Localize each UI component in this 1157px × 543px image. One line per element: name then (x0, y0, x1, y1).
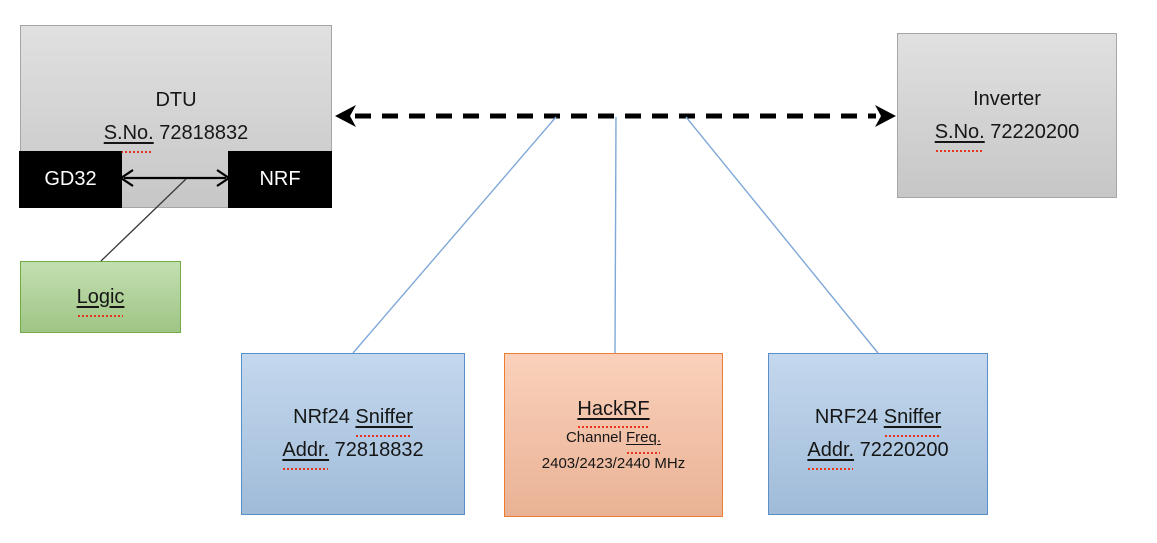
wireless-link-left-arrowhead-icon (335, 105, 356, 127)
sniffer-dtu-addr: Addr. 72818832 (282, 434, 424, 470)
inverter-serial-label: S.No. (935, 116, 985, 152)
sniffer-inverter-addr: Addr. 72220200 (807, 434, 949, 470)
logic-analyzer-box: Logic (20, 261, 181, 333)
logic-label: Logic (77, 281, 124, 317)
inverter-box: Inverter S.No. 72220200 (897, 33, 1117, 198)
hackrf-frequencies: 2403/2423/2440 MHz (541, 455, 686, 472)
sniffer-dtu-name: NRf24 Sniffer (293, 401, 413, 437)
sniffer-dtu-connector (352, 116, 557, 354)
hackrf-box: HackRF Channel Freq. 2403/2423/2440 MHz (504, 353, 723, 517)
sniffer-inverter-name: NRF24 Sniffer (815, 401, 941, 437)
inverter-serial: S.No. 72220200 (935, 116, 1080, 152)
dtu-serial-value: 72818832 (159, 121, 249, 144)
dtu-serial: S.No. 72818832 (104, 117, 249, 153)
dtu-serial-label: S.No. (104, 117, 154, 153)
inverter-serial-value: 72220200 (990, 120, 1080, 143)
hackrf-connector (614, 116, 617, 354)
sniffer-dtu-box: NRf24 Sniffer Addr. 72818832 (241, 353, 465, 515)
nrf-label: NRF (259, 168, 301, 190)
sniffer-inverter-connector (685, 116, 879, 354)
gd32-label: GD32 (44, 168, 97, 190)
nrf-chip-box: NRF (228, 151, 332, 208)
hackrf-channel-freq: Channel Freq. (566, 425, 661, 454)
hackrf-title: HackRF (577, 393, 650, 428)
gd32-chip-box: GD32 (19, 151, 122, 208)
inverter-title: Inverter (973, 87, 1041, 110)
sniffer-inverter-box: NRF24 Sniffer Addr. 72220200 (768, 353, 988, 515)
dtu-box: DTU S.No. 72818832 (20, 25, 332, 208)
wireless-link-right-arrowhead-icon (875, 105, 896, 127)
dtu-title: DTU (155, 88, 197, 111)
